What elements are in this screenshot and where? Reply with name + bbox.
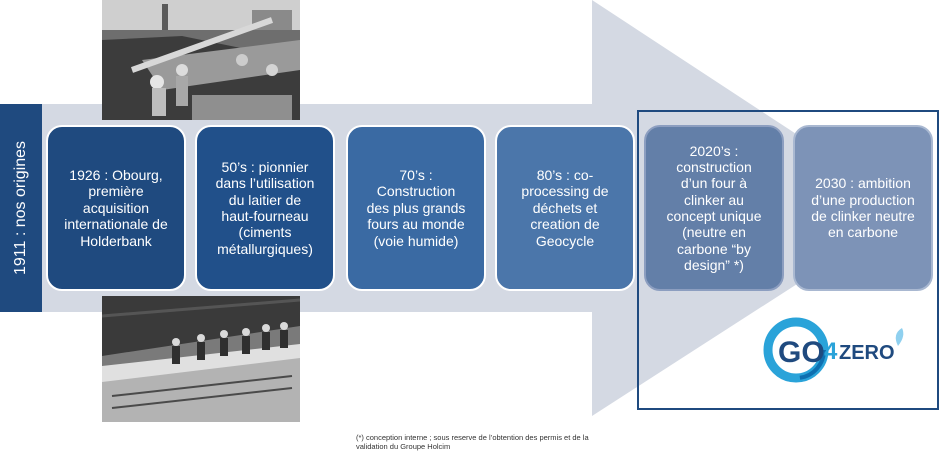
- archive-photo-bottom: [102, 296, 300, 422]
- logo-four-text: 4: [824, 338, 838, 365]
- leaf-icon: [895, 328, 904, 346]
- archive-photo-top: [102, 0, 300, 120]
- milestone-1970s: 70’s : Construction des plus grands four…: [346, 125, 486, 291]
- origins-label: 1911 : nos origines: [12, 140, 30, 276]
- milestone-2030: 2030 : ambition d’une production de clin…: [793, 125, 933, 291]
- milestone-2020s: 2020’s : construction d’un four à clinke…: [644, 125, 784, 291]
- origins-sidebar: 1911 : nos origines: [0, 104, 42, 312]
- milestone-1926: 1926 : Obourg, première acquisition inte…: [46, 125, 186, 291]
- footnote: (*) conception interne ; sous reserve de…: [356, 433, 589, 452]
- logo-zero-text: ZERO: [839, 342, 895, 364]
- milestone-1950s: 50’s : pionnier dans l’utilisation du la…: [195, 125, 335, 291]
- milestone-1980s: 80’s : co- processing de déchets et crea…: [495, 125, 635, 291]
- logo-go-text: GO: [778, 336, 825, 369]
- go4zero-logo: GO 4 ZERO: [763, 317, 904, 383]
